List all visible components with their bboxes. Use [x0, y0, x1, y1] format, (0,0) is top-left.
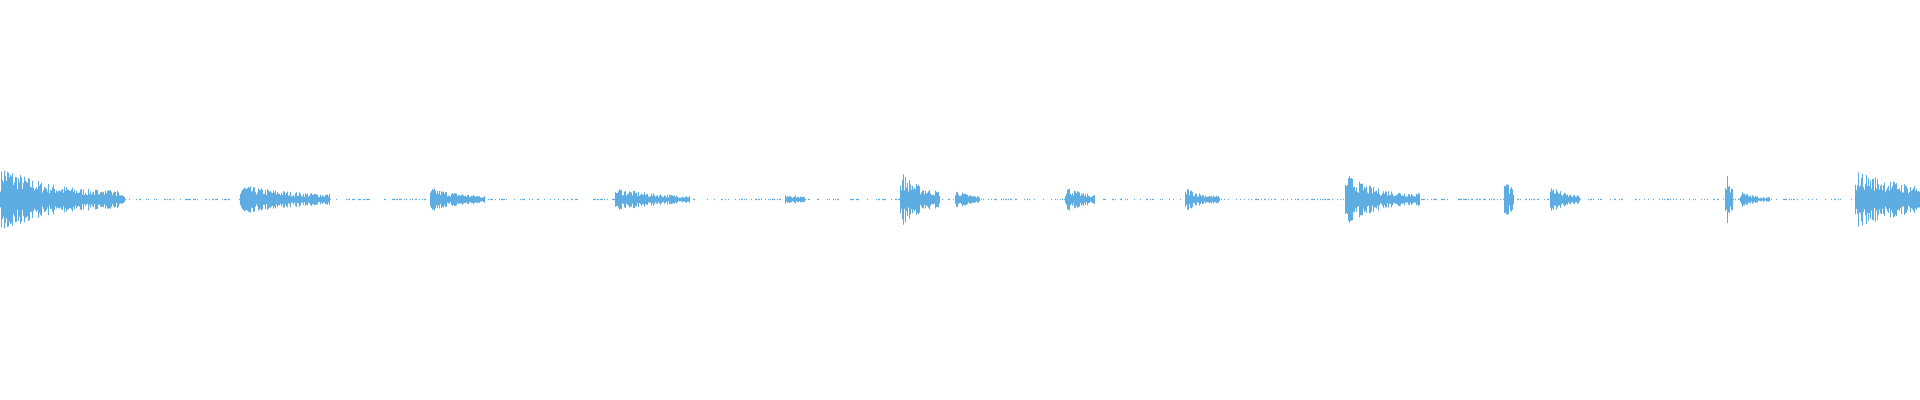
waveform-trace — [0, 170, 1920, 229]
